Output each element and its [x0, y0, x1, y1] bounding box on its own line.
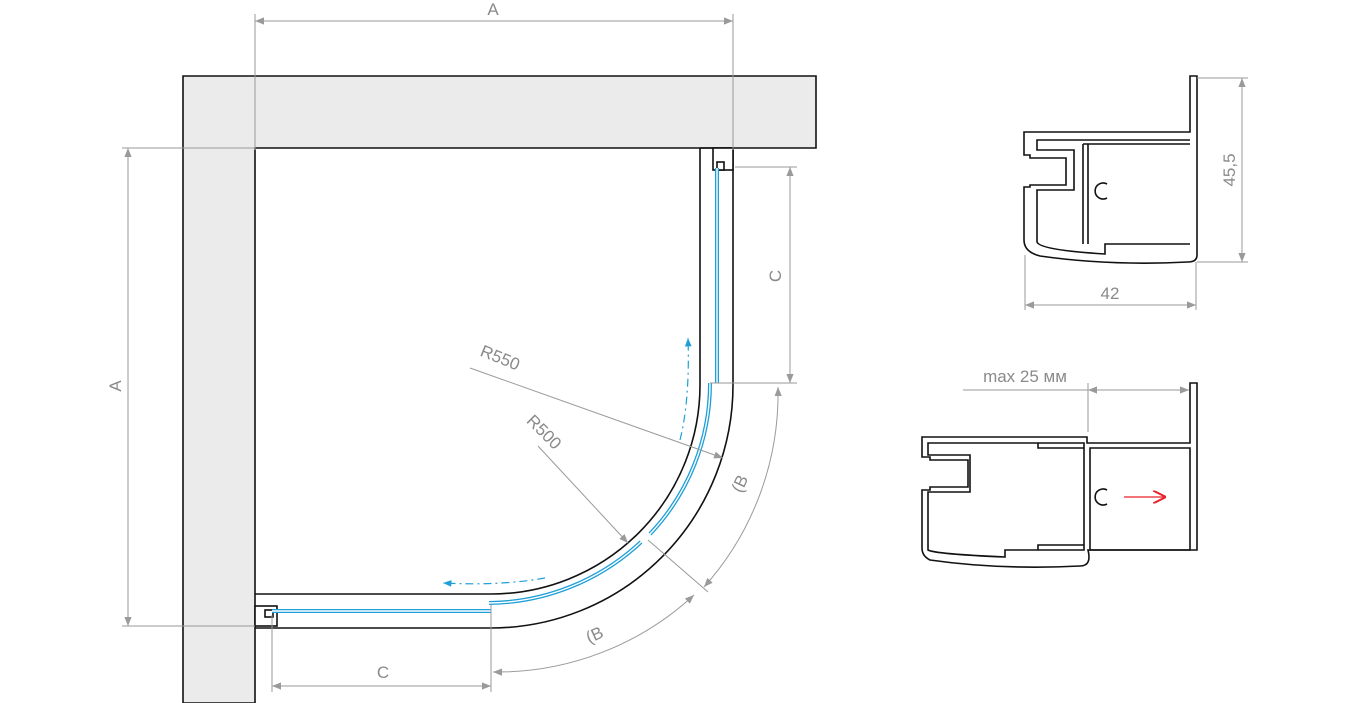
radius-r500: R500	[523, 411, 629, 544]
dimension-label: A	[487, 0, 499, 19]
tray-outline	[255, 147, 734, 629]
dimension-label: C	[766, 270, 785, 282]
dimension-a-left: A	[106, 147, 255, 627]
radius-label: R550	[478, 341, 523, 374]
adjust-label: max 25 мм	[983, 367, 1067, 386]
radius-label: R500	[523, 411, 565, 453]
dimension-a-top: A	[254, 0, 734, 150]
profile-section-extended: max 25 мм	[921, 367, 1198, 568]
dimension-b-bottom: (B	[492, 594, 695, 676]
door-open-arrow-bottom	[442, 577, 546, 587]
dimension-b-right: (B	[647, 386, 782, 593]
glass-panels	[272, 168, 719, 613]
dimension-c-right: C	[710, 166, 797, 384]
dimension-label: C	[377, 663, 389, 682]
door-open-arrow-right	[679, 337, 692, 441]
dimension-label: (B	[728, 472, 752, 495]
dimension-c-bottom: C	[271, 605, 492, 692]
dimension-label: A	[106, 380, 125, 392]
width-label: 42	[1101, 284, 1120, 303]
wall-profile-top	[712, 147, 734, 171]
height-label: 45,5	[1220, 153, 1239, 186]
dimension-label: (B	[583, 623, 606, 647]
profile-section-standard: 45,5 42	[1023, 75, 1248, 310]
radius-r550: R550	[469, 341, 724, 459]
